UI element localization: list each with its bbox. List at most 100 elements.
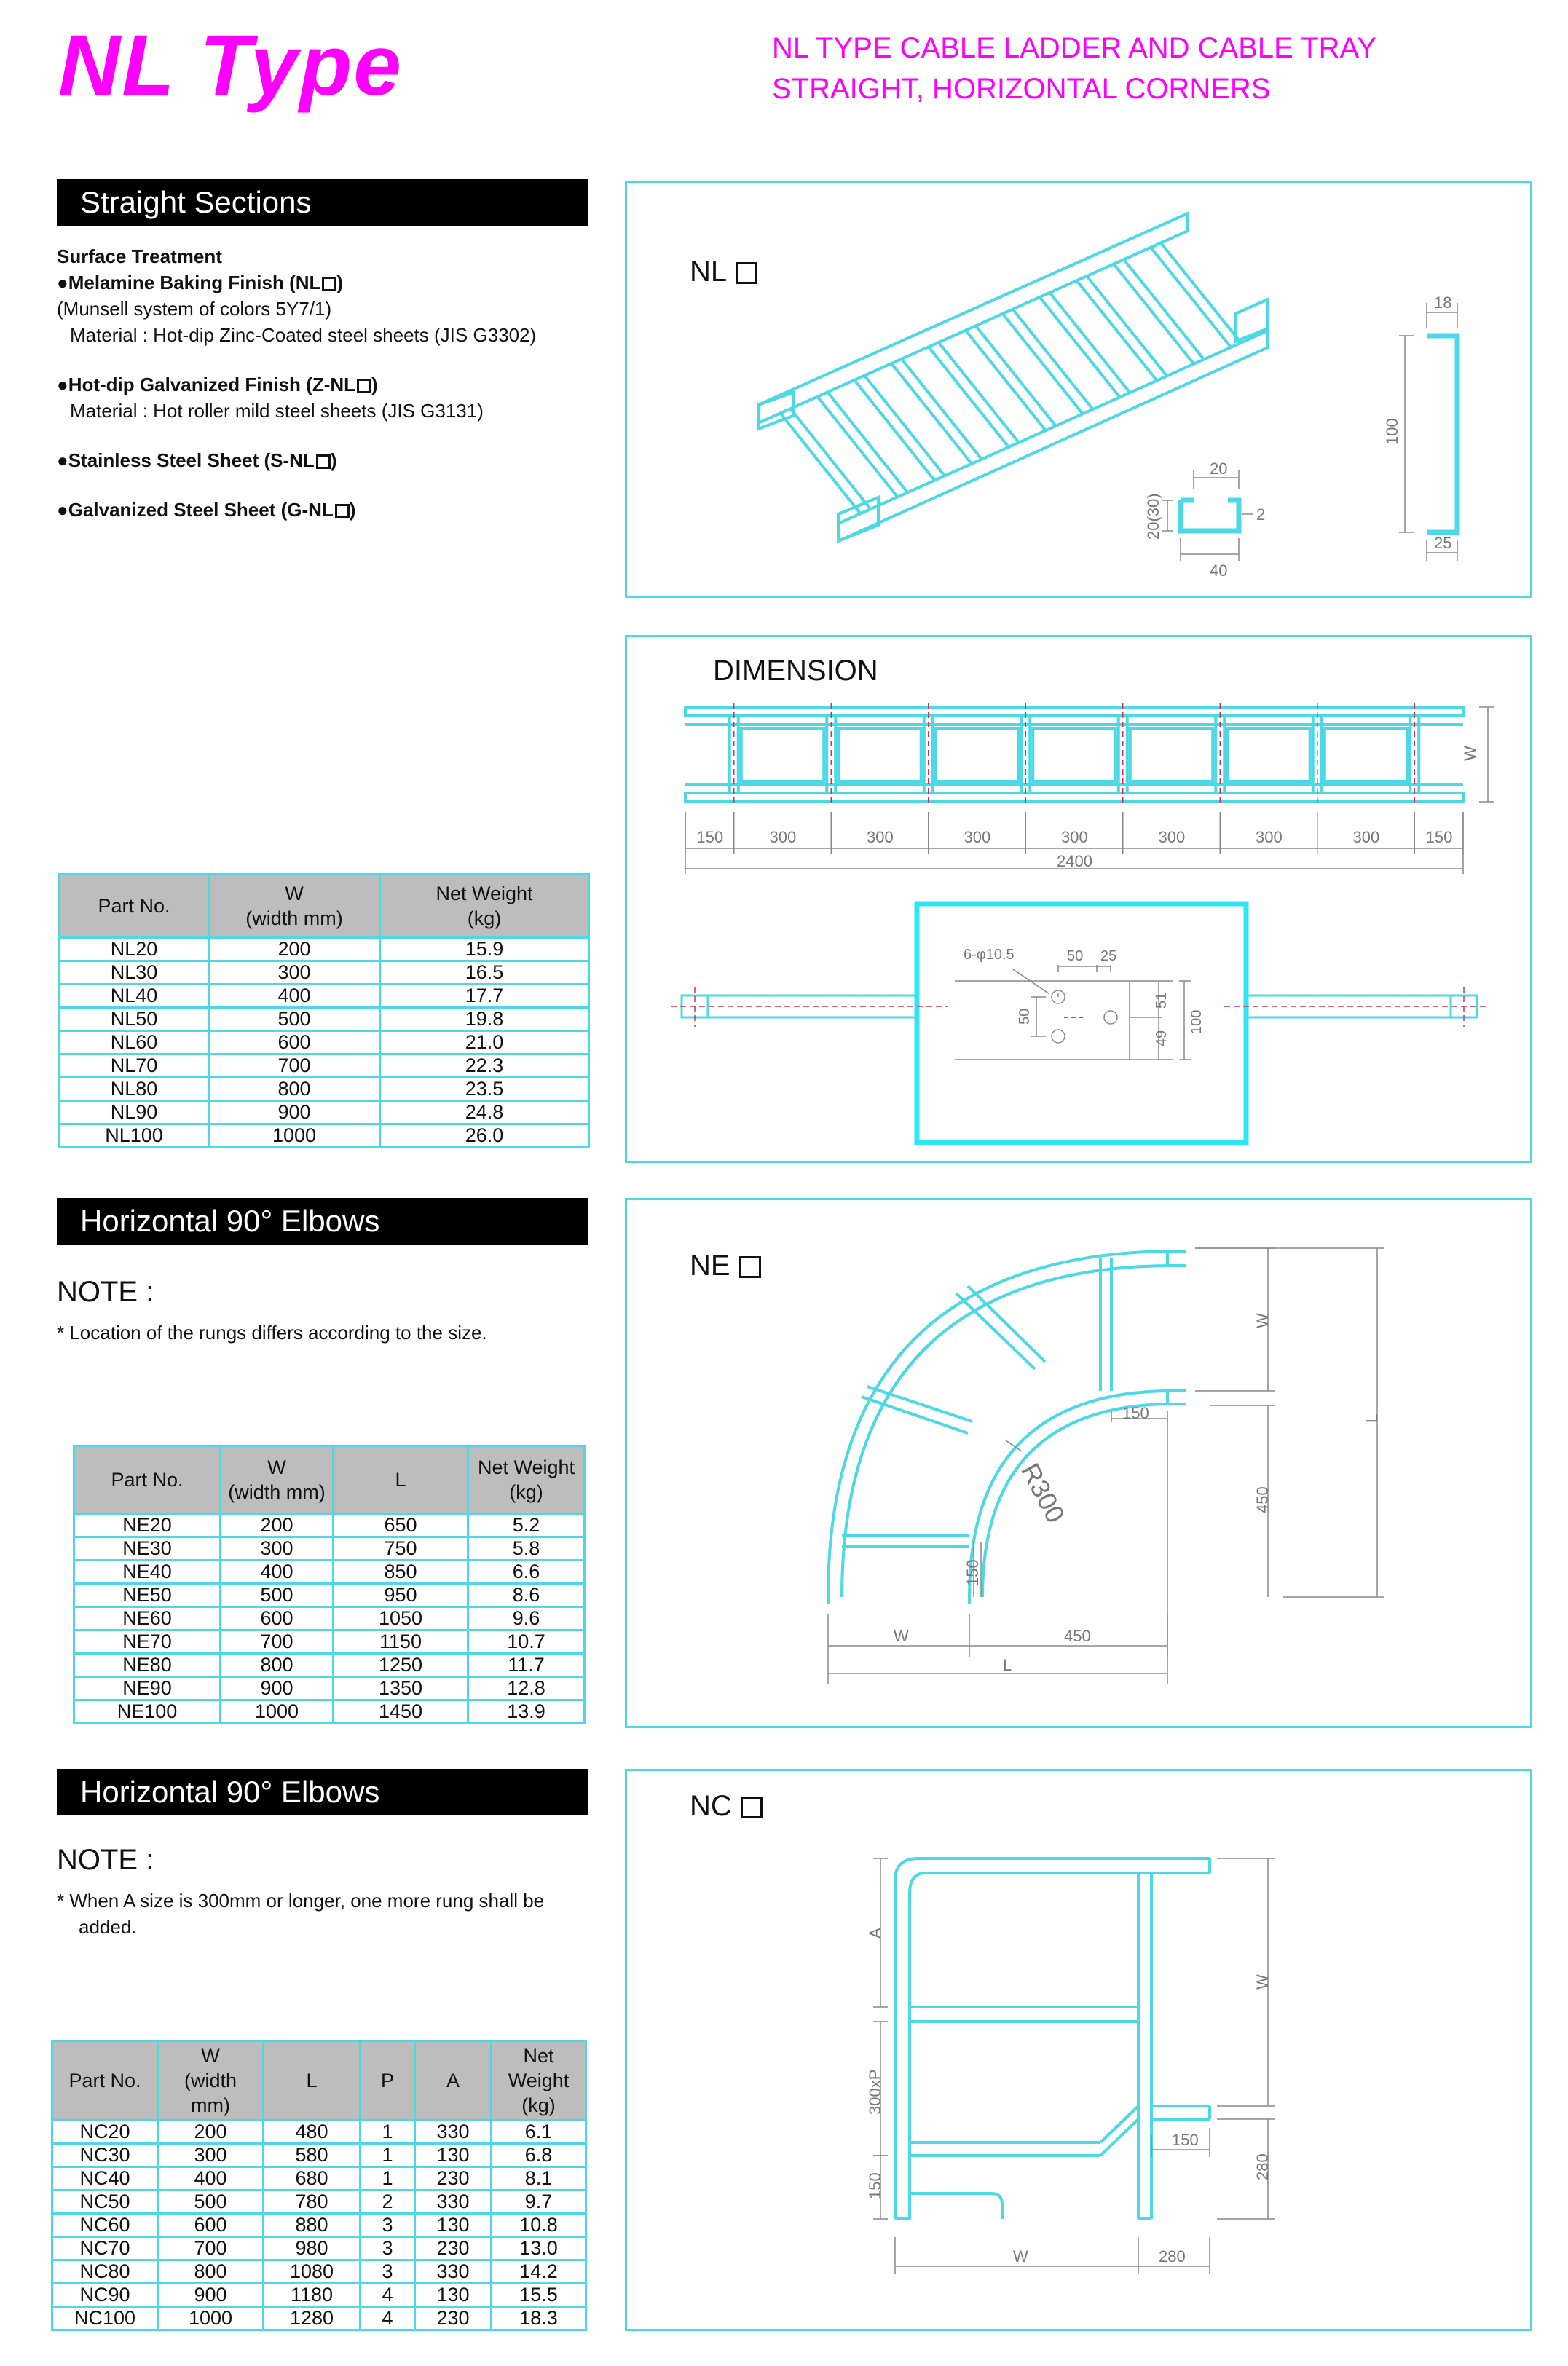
table-cell: NE40 bbox=[73, 1560, 221, 1585]
table-cell: 130 bbox=[414, 2213, 492, 2238]
table-cell: 8.1 bbox=[490, 2166, 587, 2191]
span-label: 300 bbox=[964, 828, 991, 846]
table-cell: 330 bbox=[414, 2120, 492, 2145]
table-cell: 330 bbox=[414, 2190, 492, 2215]
nc-note-title: NOTE : bbox=[57, 1844, 154, 1876]
dim-w-label: W bbox=[1461, 746, 1479, 761]
table-cell: 800 bbox=[157, 2260, 264, 2284]
table-cell: NC30 bbox=[51, 2143, 159, 2168]
table-cell: 130 bbox=[414, 2283, 492, 2308]
table-cell: 5.2 bbox=[467, 1513, 586, 1538]
ne-note-title: NOTE : bbox=[57, 1276, 154, 1308]
ne-heading-text: Horizontal 90° Elbows bbox=[80, 1204, 380, 1238]
table-cell: 1 bbox=[359, 2143, 416, 2168]
table-cell: 230 bbox=[414, 2236, 492, 2261]
dim-150-v: 150 bbox=[866, 2172, 884, 2199]
table-cell: 600 bbox=[208, 1030, 381, 1055]
nc-spec-table: Part No. W (width mm) L P A Net Weight (… bbox=[51, 2040, 587, 2331]
table-cell: 1000 bbox=[157, 2306, 264, 2331]
table-cell: 230 bbox=[414, 2306, 492, 2331]
table-cell: 2 bbox=[359, 2190, 416, 2215]
table-cell: 15.9 bbox=[379, 937, 590, 962]
option-melamine-material: Material : Hot-dip Zinc-Coated steel she… bbox=[70, 324, 537, 346]
table-cell: 14.2 bbox=[490, 2260, 587, 2284]
col-header: W (width mm) bbox=[157, 2040, 264, 2121]
table-cell: 9.7 bbox=[490, 2190, 587, 2215]
table-cell: 13.9 bbox=[467, 1700, 586, 1724]
table-cell: 700 bbox=[208, 1054, 381, 1078]
table-cell: 18.3 bbox=[490, 2306, 587, 2331]
table-cell: NL30 bbox=[58, 961, 210, 985]
table-cell: NC100 bbox=[51, 2306, 159, 2331]
col-header: Net Weight (kg) bbox=[379, 873, 590, 939]
table-cell: 300 bbox=[157, 2143, 264, 2168]
table-cell: 1150 bbox=[332, 1630, 469, 1655]
table-cell: 780 bbox=[262, 2190, 361, 2215]
col-header: Part No. bbox=[58, 873, 210, 939]
table-cell: 950 bbox=[332, 1583, 469, 1608]
span-label: 300 bbox=[867, 828, 894, 846]
span-label: 300 bbox=[1061, 828, 1088, 846]
table-cell: 1080 bbox=[262, 2260, 361, 2284]
dim-40: 40 bbox=[1210, 561, 1227, 580]
dim-20-30: 20(30) bbox=[1144, 493, 1162, 540]
table-cell: NL90 bbox=[58, 1100, 210, 1125]
dim-l: L bbox=[1363, 1414, 1381, 1423]
table-cell: 9.6 bbox=[467, 1606, 586, 1631]
subtitle-line-2: STRAIGHT, HORIZONTAL CORNERS bbox=[772, 73, 1271, 105]
dim-450-v: 450 bbox=[1253, 1486, 1272, 1513]
col-header: Net Weight (kg) bbox=[490, 2040, 587, 2121]
table-cell: 15.5 bbox=[490, 2283, 587, 2308]
col-header: L bbox=[262, 2040, 361, 2121]
table-cell: 200 bbox=[157, 2120, 264, 2145]
detail-50b: 50 bbox=[1017, 1009, 1033, 1025]
table-cell: 900 bbox=[219, 1676, 334, 1701]
straight-sections-heading: Straight Sections bbox=[57, 179, 588, 226]
table-cell: 3 bbox=[359, 2260, 416, 2284]
box-icon bbox=[334, 504, 350, 519]
table-cell: 12.8 bbox=[467, 1676, 586, 1701]
table-cell: 1350 bbox=[332, 1676, 469, 1701]
box-icon bbox=[740, 1797, 763, 1819]
detail-25: 25 bbox=[1100, 948, 1116, 964]
dim-total-2400: 2400 bbox=[1057, 852, 1092, 870]
dim-20: 20 bbox=[1210, 460, 1227, 478]
nc-drawing-label: NC bbox=[690, 1790, 763, 1823]
dim-280-v: 280 bbox=[1253, 2153, 1272, 2180]
dim-100: 100 bbox=[1383, 418, 1401, 445]
table-cell: 880 bbox=[262, 2213, 361, 2238]
page-title: NL Type bbox=[58, 17, 403, 114]
table-cell: NL100 bbox=[58, 1124, 210, 1148]
table-cell: NL60 bbox=[58, 1030, 210, 1055]
dimension-title: DIMENSION bbox=[713, 655, 878, 687]
ne-spec-table: Part No. W (width mm) L Net Weight (kg) … bbox=[73, 1445, 586, 1724]
table-cell: 13.0 bbox=[490, 2236, 587, 2261]
detail-holes: 6-φ10.5 bbox=[964, 947, 1015, 963]
surface-treatment-block: Surface Treatment ●Melamine Baking Finis… bbox=[57, 243, 596, 523]
ne-elbow-drawing: W L 150 R300 450 150 W 450 L bbox=[827, 1247, 1384, 1684]
dim-a: A bbox=[866, 1928, 884, 1939]
table-cell: NL80 bbox=[58, 1077, 210, 1102]
table-cell: 23.5 bbox=[379, 1077, 590, 1102]
table-cell: 4 bbox=[359, 2306, 416, 2331]
table-cell: 700 bbox=[157, 2236, 264, 2261]
table-cell: 600 bbox=[219, 1606, 334, 1631]
nc-drawing-panel: NC A 300xP 150 bbox=[625, 1769, 1532, 2331]
table-cell: NE60 bbox=[73, 1606, 221, 1631]
table-cell: 480 bbox=[262, 2120, 361, 2145]
table-cell: 1 bbox=[359, 2166, 416, 2191]
table-cell: 330 bbox=[414, 2260, 492, 2284]
